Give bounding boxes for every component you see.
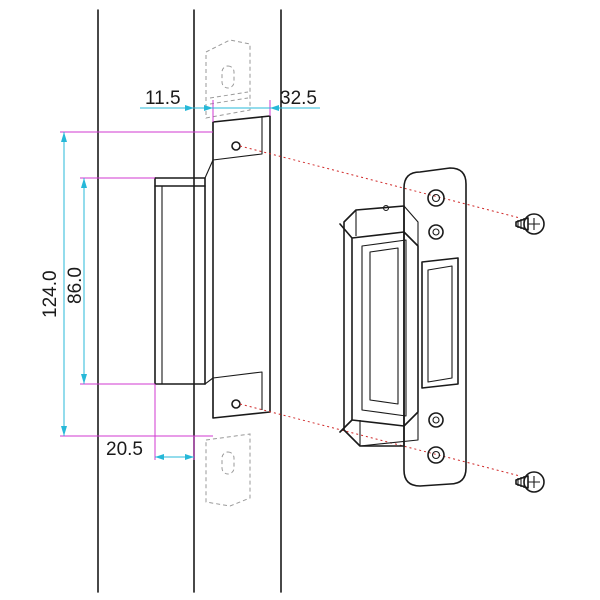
electric-strike-body	[339, 167, 467, 487]
dim-overall-height: 124.0	[40, 270, 61, 318]
extension-lines	[60, 100, 271, 460]
dim-bottom-offset: 20.5	[106, 439, 143, 460]
screw-guide-lines	[239, 145, 521, 477]
door-frame	[97, 9, 282, 593]
dimension-labels: 11.5 32.5 124.0 86.0 20.5	[40, 88, 317, 460]
dimension-lines	[61, 105, 320, 460]
screw-icon	[515, 213, 545, 235]
strike-lip-profile	[154, 115, 271, 419]
screw-icon	[515, 471, 545, 493]
dim-lip-height: 86.0	[65, 267, 86, 304]
ghost-bracket-bottom	[205, 433, 251, 507]
dim-depth-top: 32.5	[280, 88, 317, 109]
dim-gap-top: 11.5	[145, 88, 181, 109]
